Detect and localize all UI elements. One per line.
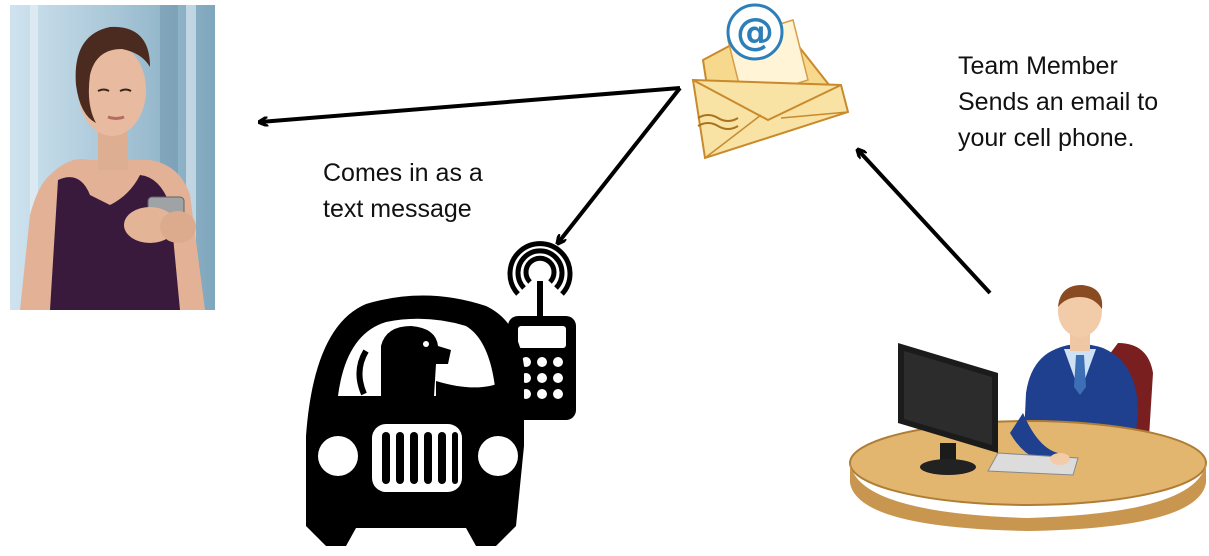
arrow-to-envelope [858,150,990,293]
arrow-to-woman [260,88,680,122]
receive-note-line-2: text message [323,191,483,227]
sender-note-line-1: Team Member [958,48,1158,84]
office-worker-desk-icon [848,283,1208,533]
receive-note-line-1: Comes in as a [323,155,483,191]
sender-note-line-2: Sends an email to [958,84,1158,120]
sender-note-line-3: your cell phone. [958,120,1158,156]
receive-note: Comes in as a text message [323,155,483,227]
arrow-to-phone [558,88,680,243]
car-driver-phone-icon [286,246,586,556]
sender-note: Team Member Sends an email to your cell … [958,48,1158,156]
